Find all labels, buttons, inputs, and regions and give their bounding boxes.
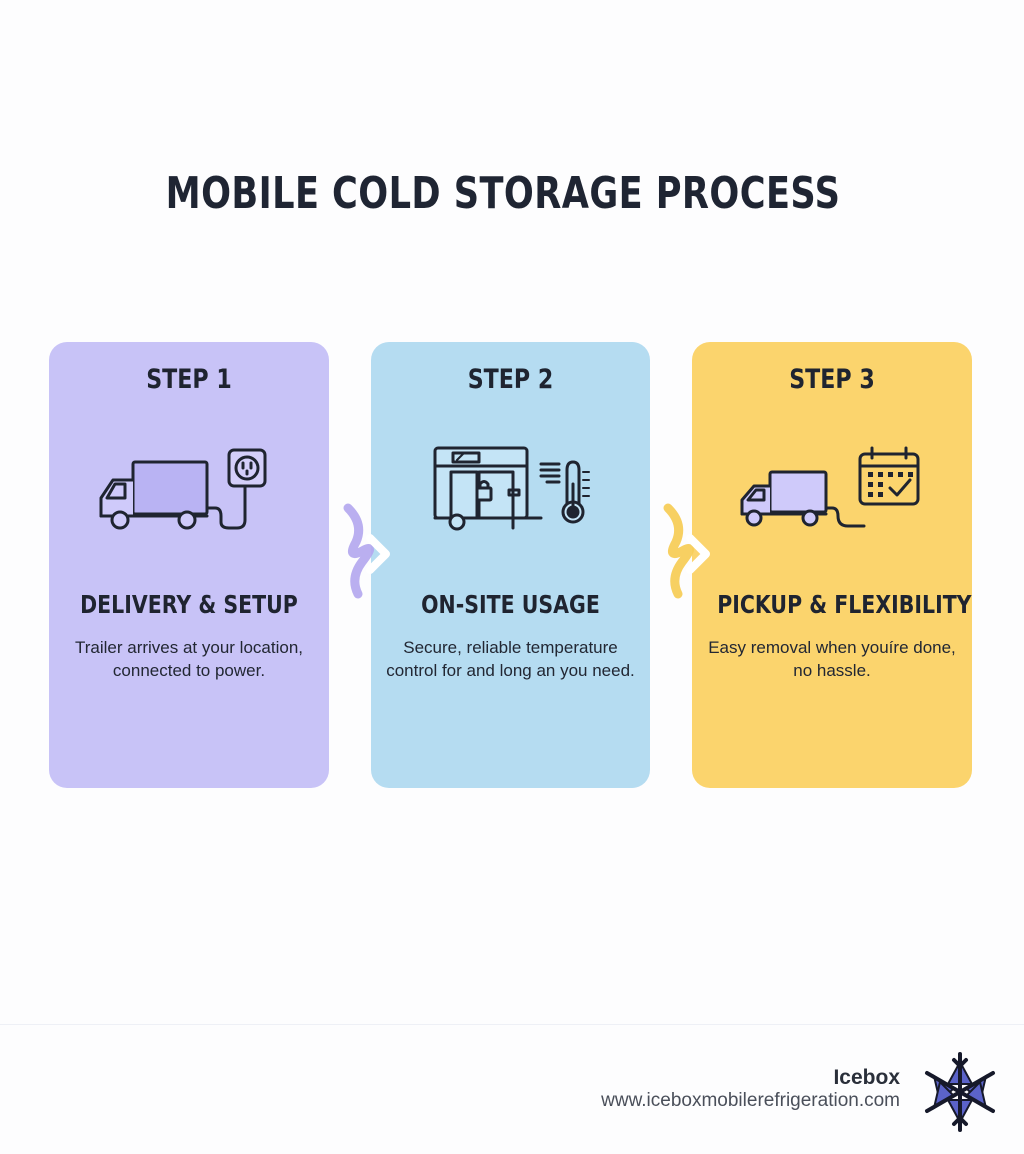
step-card-1: STEP 1 DELIVERY & SETUP Trailer arrives … <box>49 342 329 788</box>
step-heading: ON-SITE USAGE <box>421 590 600 619</box>
step-card-3: STEP 3 PICKUP & FLEXIBILITY Easy removal… <box>692 342 972 788</box>
connector-arrow-icon <box>343 503 390 599</box>
step-description: Trailer arrives at your location, connec… <box>74 638 303 680</box>
truck-calendar-icon <box>740 446 920 528</box>
footer-divider <box>0 1024 1024 1025</box>
step-label: STEP 1 <box>146 364 232 395</box>
truck-plug-icon <box>99 448 267 530</box>
connector-arrow-icon <box>663 503 710 599</box>
step-heading: DELIVERY & SETUP <box>80 590 298 619</box>
step-label: STEP 3 <box>789 364 875 395</box>
step-heading: PICKUP & FLEXIBILITY <box>717 590 972 619</box>
step-description: Easy removal when youíre done, no hassle… <box>708 638 956 680</box>
snowflake-logo-icon <box>925 1052 995 1132</box>
step-label: STEP 2 <box>467 364 554 395</box>
step-description: Secure, reliable temperature control for… <box>386 638 635 680</box>
trailer-lock-thermometer-icon <box>433 446 590 531</box>
page-title: MOBILE COLD STORAGE PROCESS <box>165 168 841 219</box>
brand-url[interactable]: www.iceboxmobilerefrigeration.com <box>601 1090 900 1111</box>
step-card-2: STEP 2 ON-SITE USAGE Secure, reliable te… <box>371 342 650 788</box>
brand-name: Icebox <box>833 1066 900 1089</box>
